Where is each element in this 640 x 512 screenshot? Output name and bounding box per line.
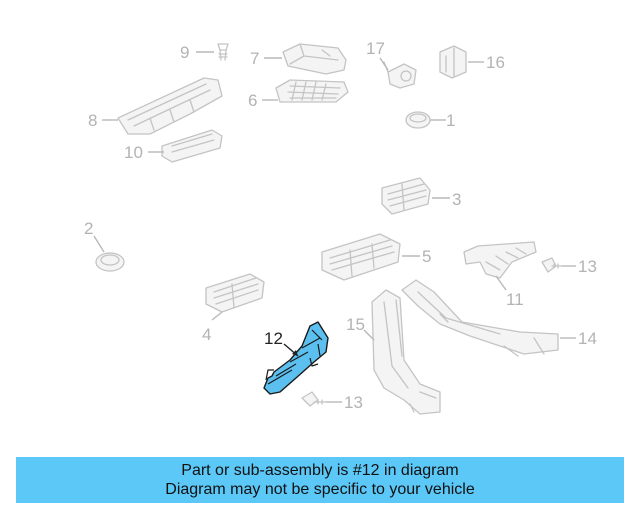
callout-14: 14 <box>578 329 597 348</box>
part-11-side-duct <box>463 241 537 279</box>
part-4-left-vent <box>205 273 265 313</box>
callout-7: 7 <box>250 49 259 68</box>
part-6-grille <box>275 79 349 103</box>
part-16-motor <box>439 45 467 79</box>
part-3-vent <box>381 177 431 215</box>
part-10-small-vent <box>161 129 223 163</box>
part-2-ring <box>95 252 125 272</box>
part-info-banner: Part or sub-assembly is #12 in diagram D… <box>16 457 624 503</box>
parts-diagram: 9 7 6 17 16 8 1 10 <box>84 39 597 415</box>
callout-13-upper: 13 <box>578 257 597 276</box>
part-17-sensor <box>383 61 417 89</box>
part-8-vent-panel <box>117 77 223 135</box>
callout-13-lower: 13 <box>344 393 363 412</box>
callout-1: 1 <box>446 111 455 130</box>
banner-line-1: Part or sub-assembly is #12 in diagram <box>181 462 459 479</box>
callout-10: 10 <box>124 143 143 162</box>
callout-9: 9 <box>180 43 189 62</box>
callout-2: 2 <box>84 219 93 238</box>
callout-15: 15 <box>346 315 365 334</box>
part-15-vertical-duct <box>371 289 441 415</box>
part-9-clip <box>217 43 229 61</box>
part-14-long-duct <box>401 279 559 357</box>
callout-17: 17 <box>366 39 385 58</box>
callout-4: 4 <box>202 325 211 344</box>
part-13-screw-upper <box>541 257 563 273</box>
callout-6: 6 <box>248 91 257 110</box>
callout-12: 12 <box>264 329 283 348</box>
part-13-screw-lower <box>301 391 327 407</box>
callout-11: 11 <box>506 290 524 309</box>
callout-16: 16 <box>486 53 505 72</box>
part-1-knob <box>405 111 431 129</box>
part-5-center-vent <box>321 233 401 281</box>
callout-12-arrowhead <box>292 350 298 356</box>
part-12-highlighted-duct <box>263 321 329 395</box>
callout-8: 8 <box>88 111 97 130</box>
callout-3: 3 <box>452 190 461 209</box>
banner-line-2: Diagram may not be specific to your vehi… <box>165 481 475 498</box>
part-7-cover <box>282 43 347 75</box>
callout-5: 5 <box>422 247 431 266</box>
